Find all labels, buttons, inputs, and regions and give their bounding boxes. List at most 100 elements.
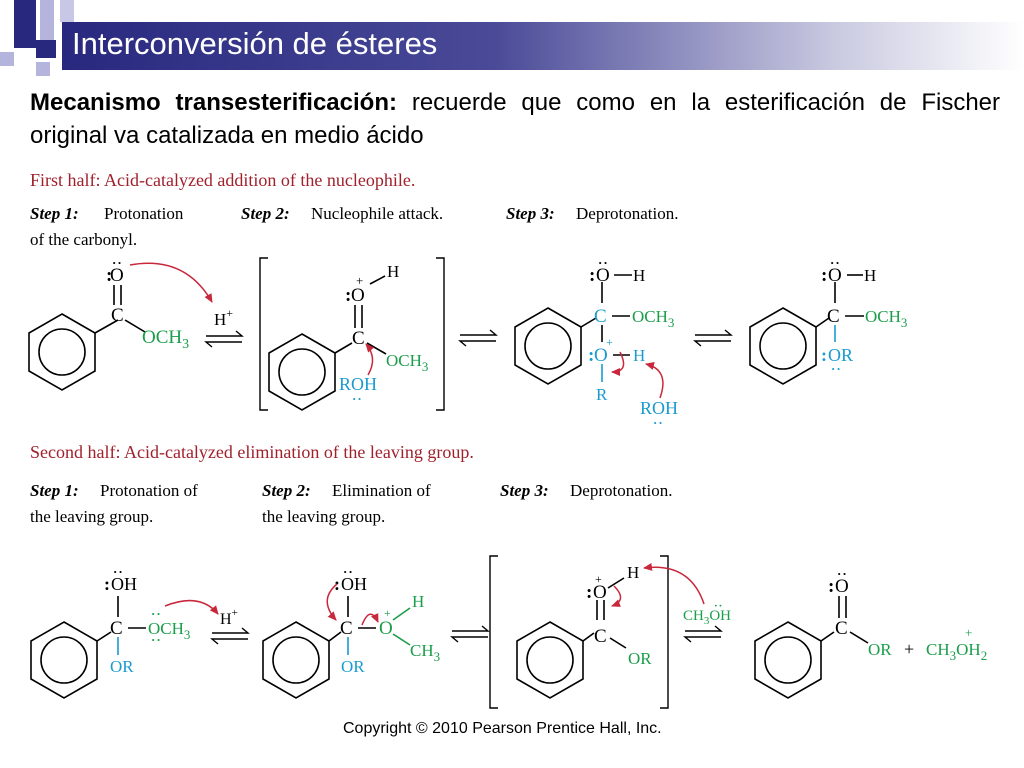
svg-text:ROH: ROH — [339, 374, 377, 394]
corner-square-navy-1 — [14, 0, 36, 48]
svg-text::: : — [345, 285, 351, 306]
svg-text:H: H — [387, 262, 399, 281]
svg-text:H: H — [412, 592, 424, 611]
svg-text:··: ·· — [837, 566, 848, 581]
svg-text:CH3OH: CH3OH — [683, 608, 731, 627]
fh-step1-label: Step 1: — [30, 204, 79, 223]
svg-text:H: H — [633, 266, 645, 285]
fh-step2-text: Nucleophile attack. — [311, 204, 443, 223]
svg-text:O: O — [828, 265, 842, 286]
svg-text:+: + — [384, 606, 391, 620]
svg-text:··: ·· — [343, 564, 354, 579]
sh-structure-2: OH : ·· C O + H CH3 OR — [262, 564, 489, 699]
svg-text::: : — [104, 574, 110, 594]
svg-text:O: O — [835, 576, 849, 597]
svg-text:O: O — [594, 345, 608, 366]
second-half-heading: Second half: Acid-catalyzed elimination … — [30, 442, 474, 462]
intro-rest: recuerde que como en la esterificación d… — [30, 89, 1001, 149]
svg-text:H+: H+ — [214, 306, 233, 329]
fh-step3-label: Step 3: — [506, 204, 555, 223]
svg-text:··: ·· — [598, 255, 609, 270]
svg-text:C: C — [827, 306, 840, 327]
fh-step3-text: Deprotonation. — [576, 204, 678, 223]
sh-step2-text2: the leaving group. — [262, 507, 385, 526]
svg-text:CH3: CH3 — [410, 641, 440, 664]
svg-text:+: + — [595, 572, 602, 586]
svg-text:··: ·· — [830, 255, 841, 270]
svg-text:OR: OR — [110, 657, 134, 676]
svg-text:··: ·· — [653, 415, 664, 430]
corner-square-lavender-3 — [0, 52, 14, 66]
svg-text:R: R — [596, 385, 608, 404]
fh-step1-text: Protonation — [104, 204, 184, 223]
svg-text:OCH3: OCH3 — [632, 307, 674, 330]
svg-text:C: C — [111, 305, 124, 326]
svg-text::: : — [586, 582, 592, 603]
sh-structure-3: O : + H C OR CH3OH ·· — [516, 563, 731, 699]
svg-text:ROH: ROH — [640, 398, 678, 418]
corner-square-lavender-4 — [36, 62, 50, 76]
svg-text:H: H — [627, 563, 639, 582]
sh-step1-label: Step 1: — [30, 481, 79, 500]
corner-square-lavender-2 — [60, 0, 74, 22]
svg-text:OR: OR — [341, 657, 365, 676]
svg-text:O: O — [596, 265, 610, 286]
sh-step3-label: Step 3: — [500, 481, 549, 500]
svg-text:CH3OH2: CH3OH2 — [926, 640, 987, 663]
svg-text:OCH3: OCH3 — [865, 307, 907, 330]
svg-text:O: O — [110, 265, 124, 286]
svg-text:O: O — [593, 582, 607, 603]
fh-step2-label: Step 2: — [241, 204, 290, 223]
sh-step2-text: Elimination of — [332, 481, 431, 500]
svg-text:+: + — [606, 335, 613, 349]
slide-title: Interconversión de ésteres — [72, 26, 438, 61]
svg-text:OH: OH — [341, 574, 367, 594]
svg-text::: : — [821, 265, 827, 286]
svg-text:OCH3: OCH3 — [148, 619, 190, 642]
fh-structure-2: O : + H C OCH3 ROH ·· — [268, 262, 428, 411]
svg-text::: : — [828, 576, 834, 597]
fh-structure-4: O : ·· H C OCH3 OR : ·· — [749, 255, 907, 385]
svg-text:OR: OR — [828, 345, 853, 365]
title-bar — [62, 22, 1024, 70]
corner-square-navy-2 — [36, 40, 56, 58]
svg-text::: : — [589, 265, 595, 286]
svg-text:··: ·· — [714, 600, 723, 612]
svg-text:··: ·· — [112, 255, 123, 270]
svg-text:··: ·· — [352, 391, 363, 406]
svg-text:OH: OH — [111, 574, 137, 594]
svg-text:OR: OR — [628, 649, 652, 668]
svg-text:+: + — [904, 639, 914, 659]
svg-text:C: C — [340, 618, 353, 639]
svg-text::: : — [588, 345, 594, 366]
svg-text:OCH3: OCH3 — [386, 351, 428, 374]
svg-text::: : — [821, 345, 827, 365]
svg-text:C: C — [352, 328, 365, 349]
svg-text:··: ·· — [831, 361, 842, 376]
first-half-heading: First half: Acid-catalyzed addition of t… — [30, 170, 415, 190]
svg-text:H: H — [633, 346, 645, 365]
svg-text:H+: H+ — [220, 607, 238, 628]
svg-text:C: C — [835, 618, 848, 639]
fh-structure-3: O : ·· H C OCH3 O : + H R ROH ·· — [514, 255, 678, 430]
sh-step1-text2: the leaving group. — [30, 507, 153, 526]
svg-text:H: H — [864, 266, 876, 285]
sh-structure-4: O : ·· C OR + CH3OH2 + — [754, 566, 987, 699]
svg-text:··: ·· — [151, 606, 162, 621]
sh-structure-1: OH : ·· C OCH3 ·· ·· OR H+ — [30, 564, 249, 699]
intro-text: Mecanismo transesterificación: recuerde … — [30, 86, 1000, 152]
svg-text:··: ·· — [151, 632, 162, 647]
svg-text:OCH3: OCH3 — [142, 327, 189, 352]
svg-text:+: + — [356, 273, 363, 288]
fh-step1-text2: of the carbonyl. — [30, 230, 137, 249]
svg-text:O: O — [351, 285, 365, 306]
svg-text:··: ·· — [113, 564, 124, 579]
svg-text:+: + — [965, 625, 972, 640]
sh-step3-text: Deprotonation. — [570, 481, 672, 500]
sh-step2-label: Step 2: — [262, 481, 311, 500]
svg-text:C: C — [110, 618, 123, 639]
fh-structure-1: O : ·· C OCH3 H+ — [28, 255, 243, 391]
svg-text:C: C — [594, 306, 607, 327]
svg-text:C: C — [594, 626, 607, 647]
